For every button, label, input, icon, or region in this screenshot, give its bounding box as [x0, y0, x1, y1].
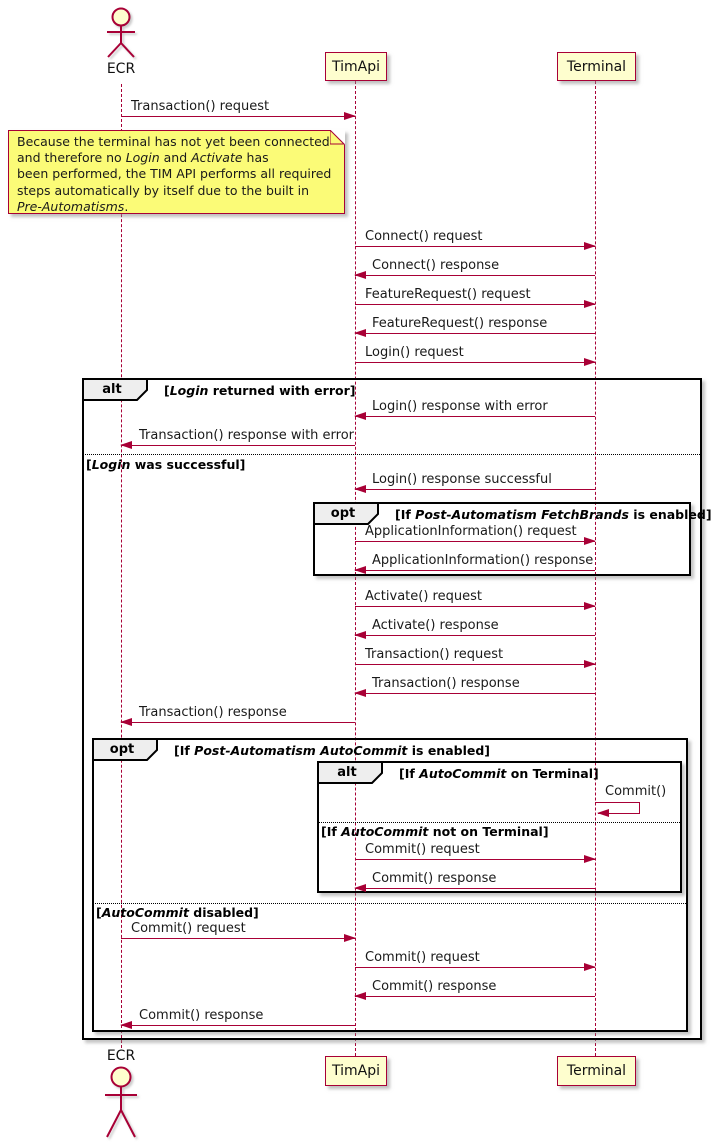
- note-line: steps automatically by itself due to the…: [17, 182, 310, 198]
- message-label: Login() response successful: [372, 472, 552, 487]
- message-label: Transaction() request: [131, 99, 270, 114]
- actor-icon: [105, 1066, 137, 1138]
- opt-frame-autocommit: opt [If Post-Automatism AutoCommit is en…: [92, 738, 688, 1032]
- message-arrow: [121, 934, 356, 942]
- participant-timapi-bottom: TimApi: [325, 1056, 387, 1086]
- frame-condition: [If AutoCommit on Terminal]: [399, 766, 599, 781]
- message-arrow: [355, 660, 596, 668]
- message-label: Commit() response: [372, 871, 497, 886]
- message-label: Commit() request: [365, 842, 480, 857]
- message-label: Login() response with error: [372, 399, 548, 414]
- note-line: been performed, the TIM API performs all…: [17, 166, 332, 182]
- frame-tab: [92, 738, 158, 761]
- message-arrow: [354, 566, 595, 574]
- message-arrow: [354, 884, 595, 892]
- message-arrow: [354, 485, 595, 493]
- alt-else-label: [If AutoCommit not on Terminal]: [321, 824, 549, 839]
- message-label: Activate() response: [372, 618, 499, 633]
- note-fold-icon: [330, 130, 345, 145]
- message-arrow: [354, 631, 595, 639]
- note-line: Because the terminal has not yet been co…: [17, 134, 330, 149]
- participant-timapi-bottom-label: TimApi: [331, 1063, 380, 1079]
- message-arrow: [120, 1021, 355, 1029]
- self-message-arrow: [597, 809, 640, 817]
- message-label: ApplicationInformation() request: [365, 524, 577, 539]
- participant-timapi-top-label: TimApi: [331, 58, 380, 75]
- frame-keyword: alt: [337, 765, 357, 780]
- frame-keyword: opt: [330, 506, 356, 521]
- message-arrow: [354, 992, 595, 1000]
- actor-icon: [107, 7, 135, 58]
- message-arrow: [354, 271, 595, 279]
- message-label: Commit() request: [365, 950, 480, 965]
- message-arrow: [355, 602, 596, 610]
- message-arrow: [120, 718, 355, 726]
- message-label: Transaction() response: [139, 705, 287, 720]
- alt-else-divider: [82, 454, 702, 455]
- message-label: Commit() request: [131, 921, 246, 936]
- frame-keyword: opt: [109, 742, 135, 757]
- message-label: Commit() response: [139, 1008, 264, 1023]
- frame-keyword: alt: [102, 382, 122, 397]
- message-arrow: [354, 329, 595, 337]
- opt-else-label: [AutoCommit disabled]: [96, 905, 259, 920]
- message-label: Transaction() response with error: [139, 428, 355, 443]
- message-label: Connect() response: [372, 258, 500, 273]
- message-label: ApplicationInformation() response: [372, 553, 594, 568]
- alt-else-divider: [317, 822, 682, 823]
- self-message-line: [595, 802, 640, 803]
- note-line: Pre-Automatisms.: [17, 198, 129, 214]
- frame-tab: [82, 378, 148, 401]
- note-line: and therefore no Login and Activate has: [17, 150, 269, 166]
- message-label: Transaction() response: [372, 676, 520, 691]
- frame-condition: [Login returned with error]: [164, 383, 356, 398]
- message-label: Commit() response: [372, 979, 497, 994]
- actor-ecr-bottom-label: ECR: [106, 1048, 136, 1064]
- message-arrow: [120, 441, 355, 449]
- message-arrow: [355, 855, 596, 863]
- opt-else-divider: [92, 903, 688, 904]
- frame-condition: [If Post-Automatism FetchBrands is enabl…: [395, 507, 712, 522]
- note: Because the terminal has not yet been co…: [8, 130, 345, 214]
- message-arrow: [355, 300, 596, 308]
- actor-ecr-top-label: ECR: [106, 61, 136, 77]
- message-arrow: [354, 412, 595, 420]
- participant-terminal-bottom: Terminal: [557, 1056, 636, 1086]
- message-arrow: [355, 537, 596, 545]
- opt-frame-fetchbrands: opt [If Post-Automatism FetchBrands is e…: [313, 502, 712, 576]
- frame-tab: [313, 502, 379, 525]
- message-label: Connect() request: [365, 229, 483, 244]
- message-arrow: [121, 112, 356, 120]
- message-arrow: [355, 358, 596, 366]
- lifeline-terminal: [595, 81, 596, 1056]
- alt-else-label: [Login was successful]: [86, 457, 246, 472]
- frame-tab: [317, 761, 383, 784]
- message-label: Login() request: [365, 345, 464, 360]
- message-label: FeatureRequest() response: [372, 316, 548, 331]
- message-arrow: [355, 963, 596, 971]
- message-label: Commit(): [605, 784, 667, 799]
- message-label: Transaction() request: [365, 647, 504, 662]
- message-arrow: [354, 689, 595, 697]
- message-label: Activate() request: [365, 589, 482, 604]
- self-message-line: [639, 802, 640, 813]
- frame-condition: [If Post-Automatism AutoCommit is enable…: [174, 743, 491, 758]
- message-label: FeatureRequest() request: [365, 287, 531, 302]
- lifeline-ecr: [121, 84, 122, 1048]
- participant-terminal-bottom-label: Terminal: [566, 1063, 627, 1079]
- alt-frame-autocommit: alt [If AutoCommit on Terminal]: [317, 761, 682, 893]
- participant-timapi-top: TimApi: [325, 52, 387, 81]
- participant-terminal-top: Terminal: [557, 52, 636, 81]
- participant-terminal-top-label: Terminal: [566, 58, 627, 75]
- message-arrow: [355, 242, 596, 250]
- alt-frame-login: alt [Login returned with error]: [82, 378, 702, 1040]
